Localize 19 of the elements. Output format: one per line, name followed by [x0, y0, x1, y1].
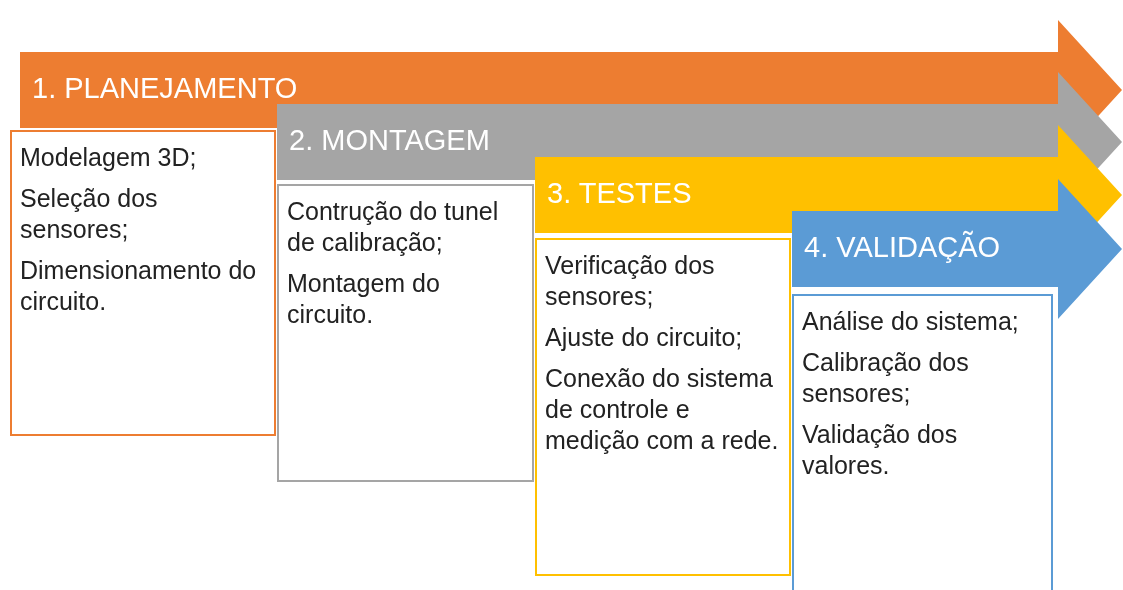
- text-panel: [535, 238, 791, 576]
- task-item: Seleção dos sensores;: [20, 183, 159, 245]
- text-panel: [277, 184, 534, 482]
- step-title: 2. MONTAGEM: [289, 124, 490, 157]
- task-item: Contrução do tunel de calibração;: [287, 196, 500, 258]
- task-item: Análise do sistema;: [802, 306, 1020, 337]
- step-title: 1. PLANEJAMENTO: [32, 72, 298, 105]
- step-title: 4. VALIDAÇÃO: [804, 231, 1001, 264]
- step-title: 3. TESTES: [547, 177, 692, 210]
- text-panel: [792, 294, 1053, 590]
- task-item: Dimensionamento do circuito.: [20, 255, 258, 317]
- task-item: Ajuste do circuito;: [545, 322, 744, 353]
- text-panel: [10, 130, 276, 436]
- task-item: Calibração dos sensores;: [802, 347, 970, 409]
- task-item: Modelagem 3D;: [20, 142, 198, 173]
- task-item: Validação dos valores.: [802, 419, 959, 481]
- task-item: Conexão do sistema de controle e medição com a rede.: [545, 363, 780, 456]
- task-item: Verificação dos sensores;: [545, 250, 716, 312]
- task-item: Montagem do circuito.: [287, 268, 441, 330]
